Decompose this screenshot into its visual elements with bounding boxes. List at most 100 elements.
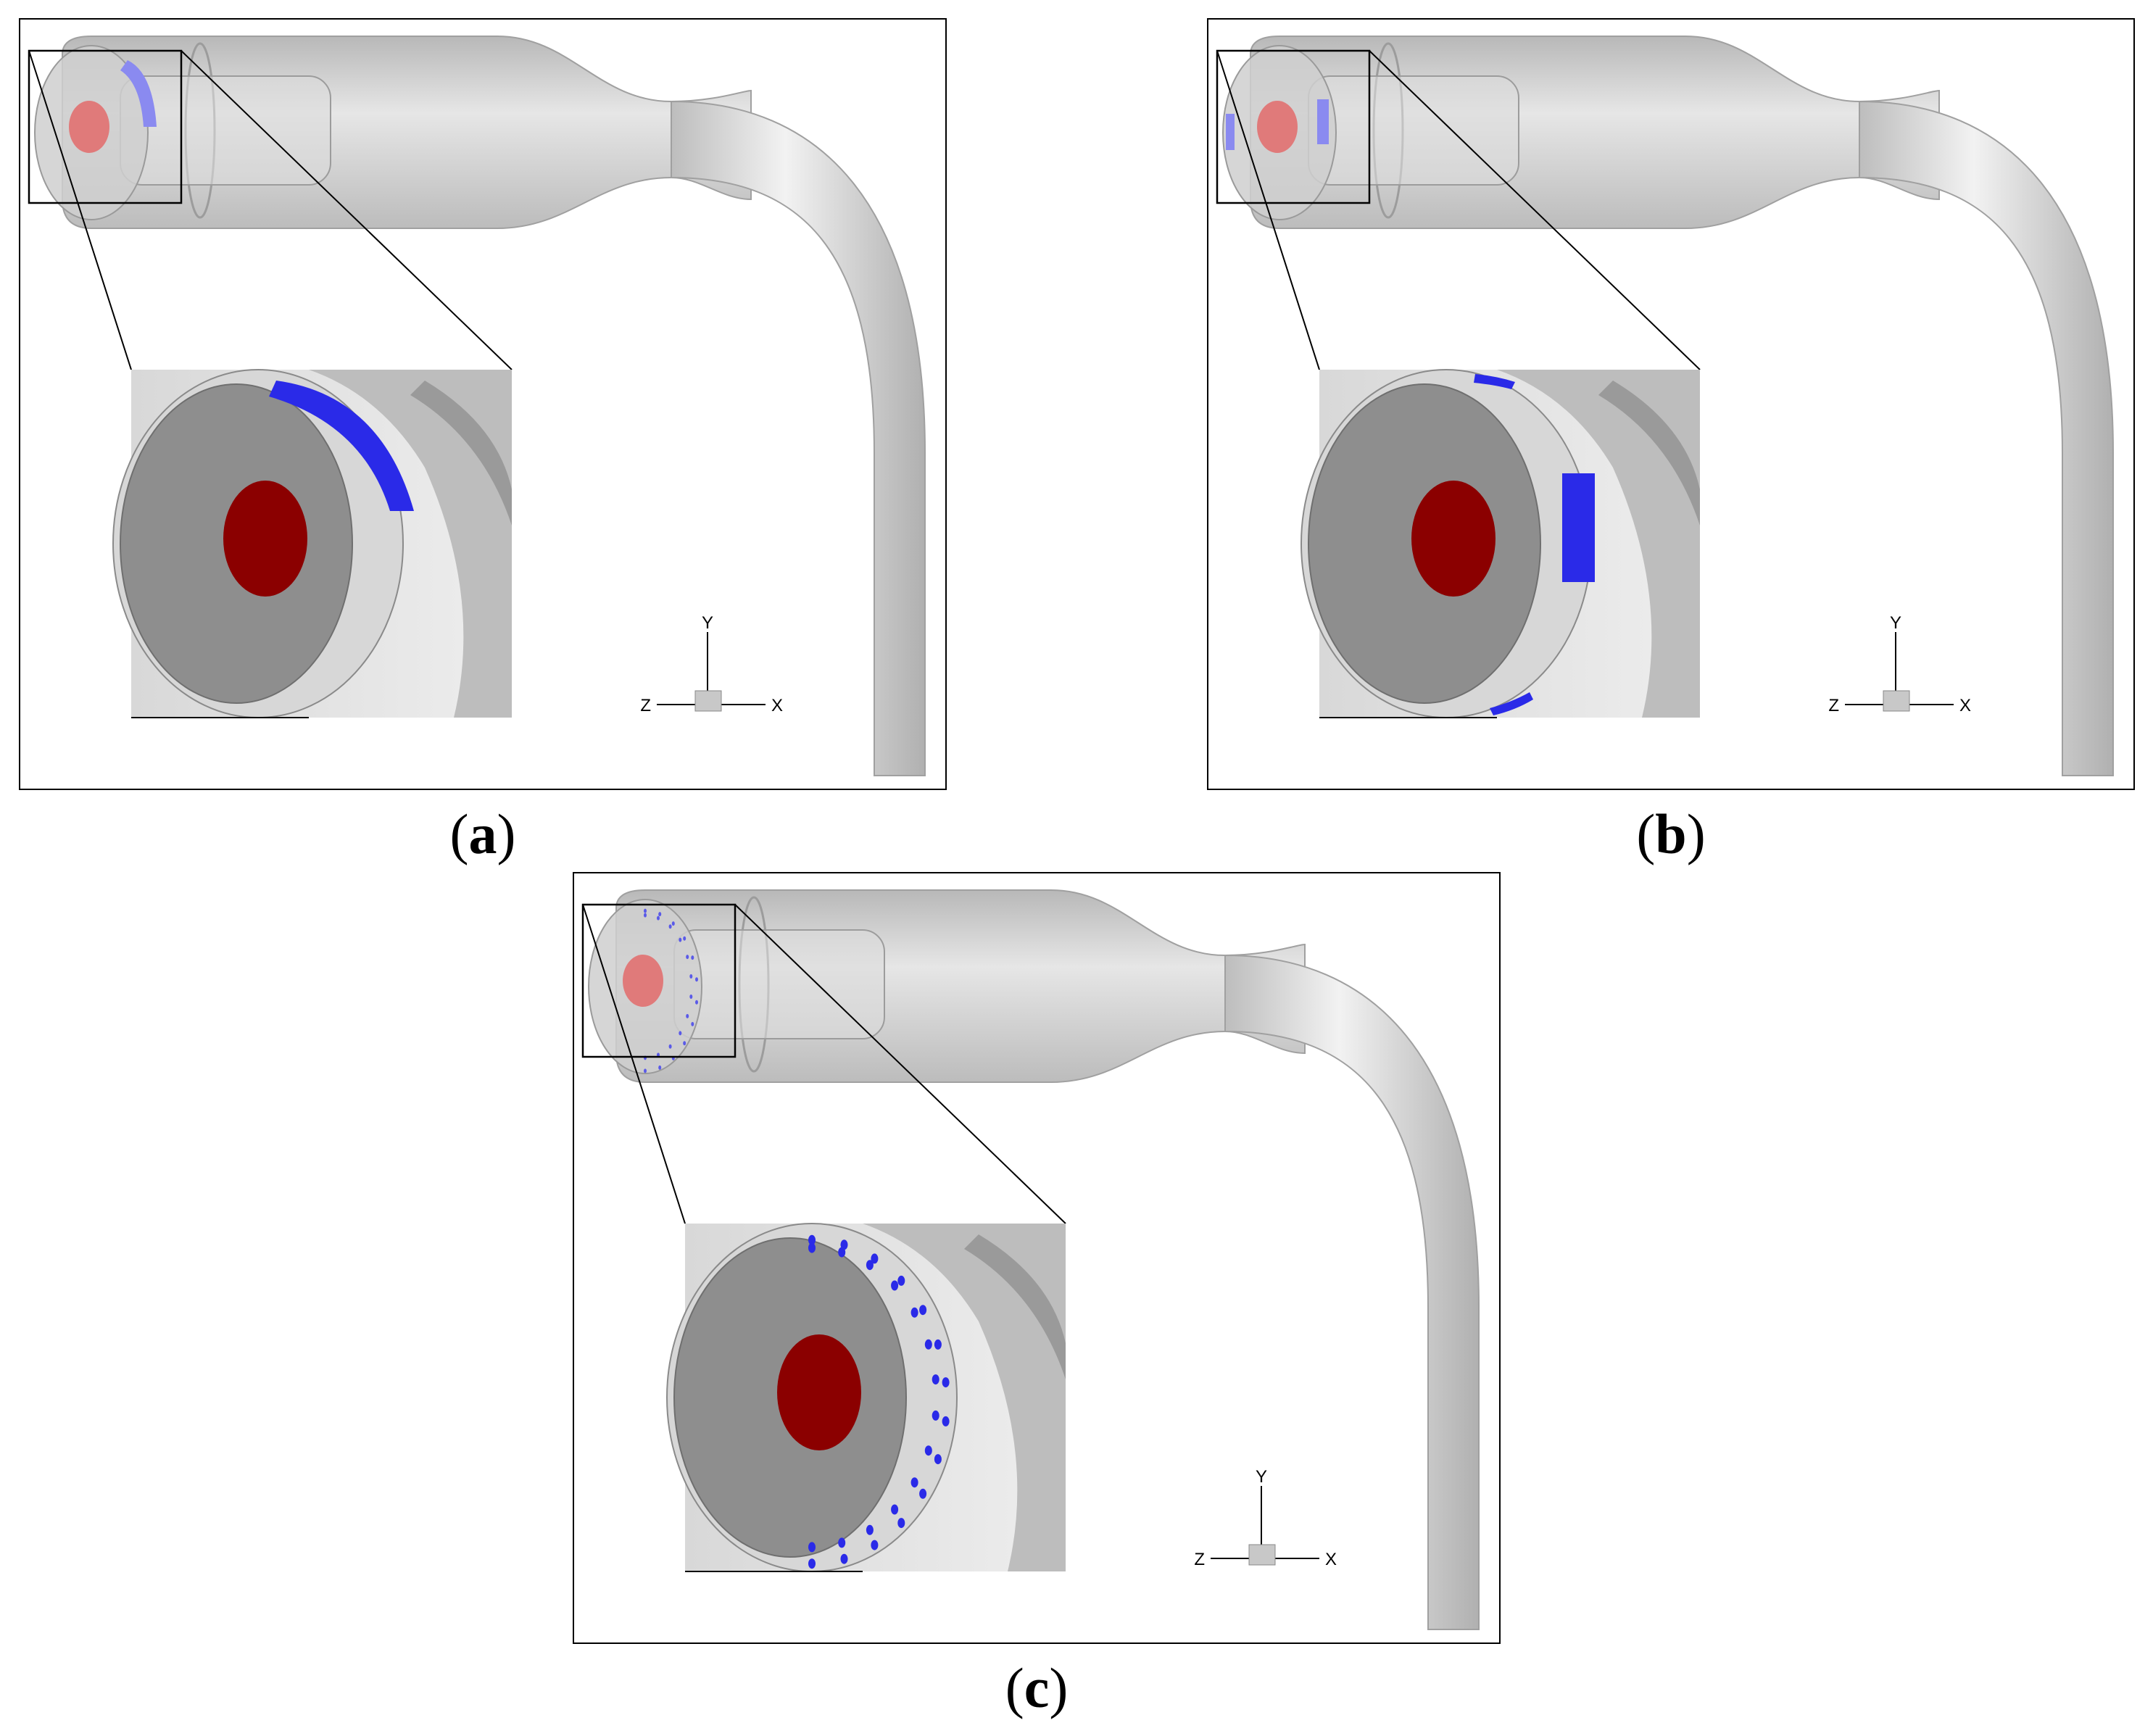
- caption-c: (c): [928, 1660, 1145, 1716]
- air-hole: [910, 1477, 918, 1488]
- air-hole: [871, 1540, 879, 1550]
- exit-pipe: [1224, 954, 1480, 1630]
- inset-zoom: [1300, 369, 1700, 718]
- caption-a-close: ): [497, 802, 516, 865]
- air-hole: [891, 1280, 899, 1291]
- caption-a-letter: a: [468, 802, 497, 865]
- air-inlet-preview-left: [1226, 114, 1235, 150]
- air-hole: [689, 974, 693, 979]
- panel-c: Y Z X: [573, 872, 1501, 1644]
- axis-y-label: Y: [1256, 1467, 1267, 1487]
- air-hole: [671, 921, 675, 926]
- air-hole-array: [808, 1234, 950, 1569]
- air-hole: [932, 1374, 939, 1385]
- air-hole: [808, 1558, 816, 1569]
- air-hole: [919, 1305, 927, 1316]
- axis-x-label: X: [1959, 696, 1971, 715]
- air-hole: [808, 1242, 816, 1253]
- zoom-box: [28, 49, 183, 204]
- zoom-line-left: [1216, 50, 1320, 370]
- air-hole: [919, 1488, 927, 1499]
- air-hole: [871, 1253, 879, 1264]
- air-hole: [924, 1339, 932, 1350]
- air-hole: [691, 955, 694, 960]
- caption-b: (b): [1562, 806, 1780, 863]
- air-hole: [808, 1542, 816, 1553]
- air-hole: [668, 924, 672, 929]
- air-hole: [897, 1518, 905, 1529]
- caption-b-letter: b: [1655, 802, 1687, 865]
- air-hole: [924, 1445, 932, 1456]
- combustor-diagram-a: Y Z X: [19, 18, 947, 790]
- air-hole: [897, 1275, 905, 1286]
- axis-triad: Y Z X: [640, 613, 783, 715]
- fuel-inlet-preview: [69, 101, 109, 153]
- axis-z-label: Z: [640, 696, 651, 715]
- axis-x-label: X: [771, 696, 783, 715]
- fuel-inlet-preview: [623, 955, 663, 1007]
- zoom-line-right: [1369, 50, 1701, 370]
- air-inlet-preview: [1317, 99, 1329, 144]
- axis-y-label: Y: [702, 613, 713, 633]
- air-hole: [695, 977, 698, 982]
- zoom-line-right: [734, 904, 1066, 1224]
- caption-b-close: ): [1686, 802, 1706, 865]
- air-hole: [691, 1021, 694, 1026]
- axis-triad: Y Z X: [1828, 613, 1971, 715]
- combustor-diagram-c: Y Z X: [573, 872, 1501, 1644]
- inset-zoom: [666, 1223, 1066, 1572]
- air-hole: [668, 1044, 672, 1049]
- exit-pipe: [1859, 100, 2114, 776]
- air-hole: [689, 994, 693, 999]
- air-hole: [679, 1031, 682, 1036]
- axis-z-label: Z: [1194, 1550, 1205, 1569]
- air-hole: [891, 1504, 899, 1515]
- panel-b: Y Z X: [1207, 18, 2135, 790]
- fuel-inlet-preview: [1257, 101, 1298, 153]
- exit-pipe: [671, 100, 926, 776]
- axis-triad: Y Z X: [1194, 1467, 1337, 1569]
- air-hole: [840, 1553, 848, 1564]
- zoom-box: [581, 903, 737, 1058]
- air-inlet-segment-right: [1562, 473, 1595, 582]
- air-inlet-preview: [120, 60, 157, 127]
- caption-a-open: (: [449, 802, 469, 865]
- inset-zoom: [112, 369, 512, 718]
- air-hole: [866, 1524, 874, 1535]
- zoom-line-left: [582, 904, 686, 1224]
- zoom-line-right: [181, 50, 513, 370]
- fuel-inlet: [223, 481, 307, 597]
- axis-y-label: Y: [1890, 613, 1901, 633]
- air-hole: [695, 1000, 698, 1005]
- combustor-diagram-b: Y Z X: [1207, 18, 2135, 790]
- air-hole: [644, 908, 647, 913]
- air-hole: [679, 937, 682, 942]
- air-hole: [808, 1234, 816, 1245]
- axis-x-label: X: [1325, 1550, 1337, 1569]
- zoom-line-left: [28, 50, 132, 370]
- caption-c-open: (: [1005, 1656, 1024, 1719]
- air-inlet-segment-bottom: [1490, 692, 1533, 715]
- air-hole: [658, 912, 662, 917]
- air-hole: [686, 955, 689, 960]
- air-hole: [934, 1339, 942, 1350]
- air-hole: [932, 1410, 939, 1421]
- fuel-inlet: [1411, 481, 1496, 597]
- air-hole: [644, 1068, 647, 1073]
- air-hole: [657, 915, 660, 921]
- axis-z-label: Z: [1828, 696, 1839, 715]
- caption-a: (a): [374, 806, 592, 863]
- air-hole-preview-ring: [644, 908, 698, 1073]
- caption-b-open: (: [1636, 802, 1656, 865]
- air-hole: [942, 1416, 950, 1426]
- air-hole: [683, 936, 686, 941]
- panel-a: Y Z X: [19, 18, 947, 790]
- air-hole: [644, 913, 647, 918]
- air-hole: [934, 1454, 942, 1465]
- air-hole: [866, 1260, 874, 1271]
- caption-c-close: ): [1049, 1656, 1069, 1719]
- fuel-inlet: [777, 1334, 861, 1450]
- air-hole: [838, 1537, 846, 1548]
- caption-c-letter: c: [1024, 1656, 1050, 1719]
- air-inlet-segment-top: [1474, 374, 1515, 389]
